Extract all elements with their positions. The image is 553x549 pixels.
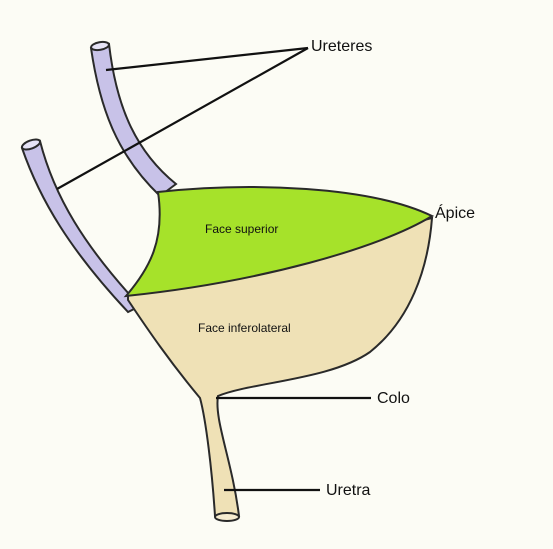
left-ureter bbox=[20, 138, 142, 314]
apice-label: Ápice bbox=[435, 205, 476, 222]
inferolateral-face-shape bbox=[127, 216, 434, 517]
colo-label: Colo bbox=[377, 390, 410, 407]
uretra-label: Uretra bbox=[326, 482, 371, 499]
ureteres-leader-line-2 bbox=[56, 47, 309, 190]
ureteres-leader-line-1 bbox=[105, 46, 309, 72]
face-inferolateral-label: Face inferolateral bbox=[198, 321, 291, 335]
urethra-opening bbox=[214, 512, 240, 522]
face-superior-label: Face superior bbox=[205, 222, 279, 236]
ureteres-label: Ureteres bbox=[311, 38, 373, 55]
superior-face-shape bbox=[123, 186, 435, 298]
